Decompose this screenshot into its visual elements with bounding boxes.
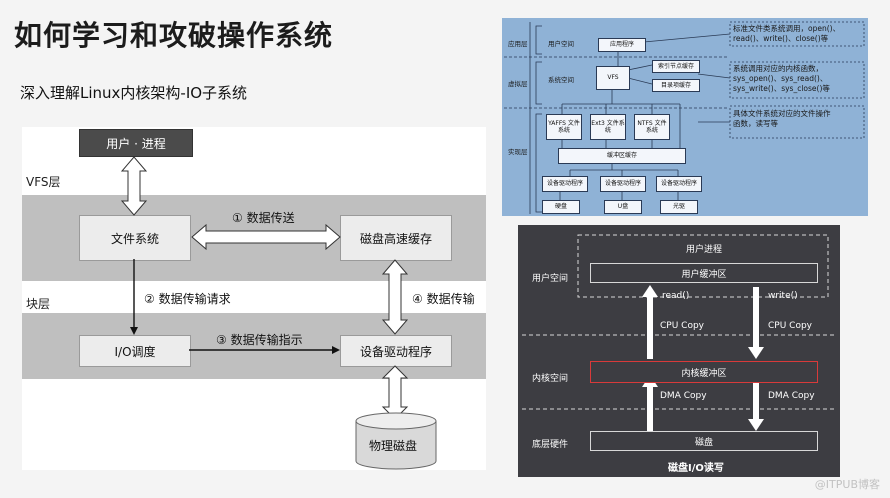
arrow-driver-disk — [381, 365, 409, 420]
vfs-buffer-cache-box: 缓冲区缓存 — [558, 148, 686, 164]
vfs-architecture-diagram: 应用层 虚拟层 实现层 用户空间 系统空间 应用程序 VFS 索引节点缓存 目录… — [502, 18, 868, 216]
page-title: 如何学习和攻破操作系统 — [14, 19, 334, 52]
io-dma-copy-left: DMA Copy — [660, 391, 707, 401]
vfs-device-hdd: 硬盘 — [542, 200, 580, 214]
arrow-filesystem-scheduler — [130, 259, 138, 335]
watermark: @ITPUB博客 — [814, 478, 880, 491]
vfs-layer-impl: 实现层 — [508, 148, 528, 156]
vfs-core-box: VFS — [596, 66, 630, 90]
io-kernel-space-label: 内核空间 — [532, 374, 569, 384]
page-subtitle: 深入理解Linux内核架构-IO子系统 — [20, 84, 248, 102]
io-layer-diagram: VFS层 块层 用户 · 进程 文件系统 磁盘高速缓存 I/O调度 设备驱动程序 — [22, 127, 486, 470]
vfs-note-kernel-funcs: 系统调用对应的内核函数， sys_open()、sys_read()、 sys_… — [733, 64, 830, 94]
io-scheduler-box: I/O调度 — [79, 335, 191, 367]
io-hardware-label: 底层硬件 — [532, 440, 569, 450]
vfs-layer-label: VFS层 — [26, 175, 61, 189]
io-cpu-copy-right: CPU Copy — [768, 321, 812, 331]
device-driver-box: 设备驱动程序 — [340, 335, 452, 367]
user-process-box: 用户 · 进程 — [79, 129, 193, 157]
vfs-system-space: 系统空间 — [548, 76, 574, 84]
arrow-user-filesystem — [120, 156, 148, 216]
physical-disk-cylinder — [355, 412, 437, 470]
vfs-driver-box-3: 设备驱动程序 — [656, 176, 702, 192]
io-diagram-lines — [522, 234, 836, 431]
step3-label: ③ 数据传输指示 — [216, 333, 303, 347]
disk-io-diagram: 用户进程 用户缓冲区 内核缓冲区 磁盘 用户空间 内核空间 底层硬件 read(… — [518, 225, 840, 477]
io-disk-box: 磁盘 — [590, 431, 818, 451]
block-layer-label: 块层 — [26, 297, 51, 311]
io-user-process-label: 用户进程 — [686, 245, 723, 255]
vfs-note-syscalls: 标准文件类系统调用，open()、 read()、write()、close()… — [733, 24, 841, 44]
vfs-diagram-lines — [504, 21, 865, 214]
io-kernel-buffer-box: 内核缓冲区 — [590, 361, 818, 383]
io-cpu-copy-left: CPU Copy — [660, 321, 704, 331]
vfs-device-usb: U盘 — [604, 200, 642, 214]
vfs-device-cdrom: 光驱 — [660, 200, 698, 214]
vfs-user-space: 用户空间 — [548, 40, 574, 48]
filesystem-box: 文件系统 — [79, 215, 191, 261]
vfs-ext3-box: Ext3 文件系统 — [590, 114, 626, 140]
io-dma-copy-right: DMA Copy — [768, 391, 815, 401]
io-user-buffer-box: 用户缓冲区 — [590, 263, 818, 283]
io-write-label: write() — [768, 291, 798, 301]
step1-label: ① 数据传送 — [232, 211, 295, 225]
vfs-driver-box-2: 设备驱动程序 — [600, 176, 646, 192]
arrow-scheduler-driver — [189, 346, 340, 354]
arrow-driver-cache — [381, 259, 409, 335]
vfs-inode-cache-box: 索引节点缓存 — [652, 60, 700, 73]
vfs-app-box: 应用程序 — [598, 38, 646, 52]
vfs-driver-box-1: 设备驱动程序 — [542, 176, 588, 192]
vfs-layer-virtual: 虚拟层 — [508, 80, 528, 88]
arrow-filesystem-cache — [191, 223, 341, 251]
step4-label: ④ 数据传输 — [412, 292, 475, 306]
physical-disk-label: 物理磁盘 — [369, 439, 418, 453]
io-write-arrow — [748, 287, 764, 431]
disk-cache-box: 磁盘高速缓存 — [340, 215, 452, 261]
step2-label: ② 数据传输请求 — [144, 292, 231, 306]
io-caption: 磁盘I/O读写 — [668, 463, 724, 474]
left-diagram-arrows — [120, 156, 437, 470]
vfs-dir-cache-box: 目录项缓存 — [652, 79, 700, 92]
io-user-space-label: 用户空间 — [532, 274, 569, 284]
vfs-layer-app: 应用层 — [508, 40, 528, 48]
vfs-note-fs-ops: 具体文件系统对应的文件操作 函数，读写等 — [733, 109, 831, 129]
vfs-yaffs-box: YAFFS 文件系统 — [546, 114, 582, 140]
vfs-ntfs-box: NTFS 文件系统 — [634, 114, 670, 140]
io-read-label: read() — [662, 291, 690, 301]
